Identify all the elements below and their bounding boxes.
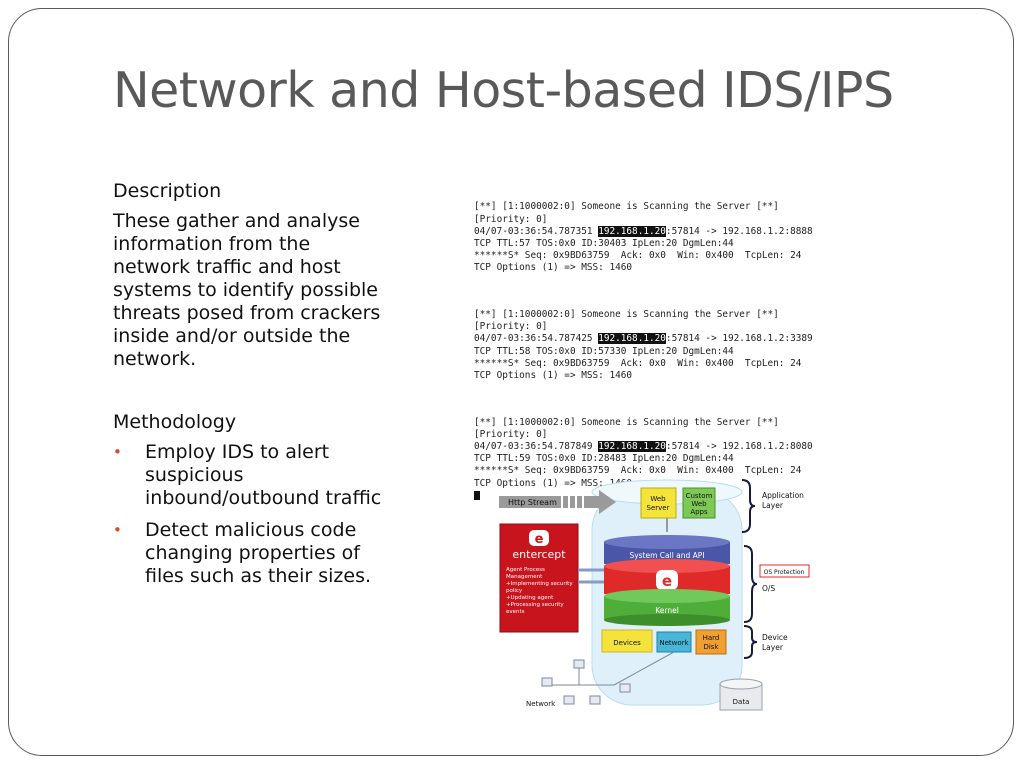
entercept-panel: e entercept Agent Process Management +Im… xyxy=(499,523,579,633)
svg-text:Layer: Layer xyxy=(762,501,784,510)
ids-alert-log: [**] [1:1000002:0] Someone is Scanning t… xyxy=(474,177,834,524)
svg-text:Apps: Apps xyxy=(690,508,708,516)
os-protection-label: OS Protection xyxy=(764,569,805,576)
http-stream-arrow: Http Stream xyxy=(499,490,616,514)
kernel-label: Kernel xyxy=(655,606,679,615)
os-stack: System Call and API e Kernel xyxy=(604,535,730,626)
device-brace xyxy=(743,625,758,659)
bullet-icon: • xyxy=(113,521,122,539)
svg-text:events: events xyxy=(506,609,525,615)
terminal-cursor xyxy=(474,490,480,500)
log-entry: [**] [1:1000002:0] Someone is Scanning t… xyxy=(474,417,834,502)
description-text: These gather and analyse information fro… xyxy=(113,210,381,370)
svg-text:e: e xyxy=(535,532,544,547)
bullet-icon: • xyxy=(113,443,122,461)
slide-title: Network and Host-based IDS/IPS xyxy=(113,62,894,119)
svg-text:Device: Device xyxy=(762,633,788,642)
log-entry: [**] [1:1000002:0] Someone is Scanning t… xyxy=(474,309,813,382)
methodology-heading: Methodology xyxy=(113,411,237,433)
host-ids-architecture-diagram: Http Stream Web Server Custom Web Apps A… xyxy=(494,470,824,720)
svg-text:Application: Application xyxy=(762,491,804,500)
custom-web-apps-box: Custom Web Apps xyxy=(682,487,716,519)
os-brace xyxy=(743,545,758,623)
source-ip: 192.168.1.20 xyxy=(598,441,666,453)
svg-text:+Implementing security: +Implementing security xyxy=(506,581,573,587)
bullet-item: •Employ IDS to alert suspicious inbound/… xyxy=(113,441,382,509)
entercept-logo: entercept xyxy=(512,548,566,561)
svg-text:+Updating agent: +Updating agent xyxy=(506,595,554,601)
devices-label: Devices xyxy=(613,639,641,647)
svg-text:policy: policy xyxy=(506,588,523,594)
network-nodes xyxy=(541,651,675,705)
os-label: O/S xyxy=(762,584,775,593)
content-column: Description These gather and analyse inf… xyxy=(113,180,383,597)
system-call-label: System Call and API xyxy=(629,551,704,560)
application-brace xyxy=(741,479,756,533)
device-boxes: Devices Network Hard Disk xyxy=(601,629,727,655)
methodology-list: •Employ IDS to alert suspicious inbound/… xyxy=(113,441,383,588)
network-label: Network xyxy=(526,700,556,708)
svg-text:Management: Management xyxy=(506,574,543,580)
data-label: Data xyxy=(733,698,750,706)
network-box-label: Network xyxy=(659,639,689,647)
svg-text:Layer: Layer xyxy=(762,643,784,652)
svg-text:Server: Server xyxy=(647,504,670,512)
log-entry: [**] [1:1000002:0] Someone is Scanning t… xyxy=(474,201,813,274)
svg-text:Custom: Custom xyxy=(686,492,713,500)
web-server-box: Web Server xyxy=(640,487,677,519)
svg-text:Web: Web xyxy=(650,495,666,503)
svg-text:Agent Process: Agent Process xyxy=(506,567,545,573)
svg-text:+Processing security: +Processing security xyxy=(506,602,564,608)
svg-text:Hard: Hard xyxy=(703,634,720,642)
svg-text:Disk: Disk xyxy=(703,643,719,651)
svg-text:e: e xyxy=(662,572,672,590)
description-heading: Description xyxy=(113,180,222,202)
source-ip: 192.168.1.20 xyxy=(598,225,666,237)
bullet-item: •Detect malicious code changing properti… xyxy=(113,519,372,587)
data-cylinder: Data xyxy=(719,678,763,711)
http-stream-label: Http Stream xyxy=(508,498,557,507)
source-ip: 192.168.1.20 xyxy=(598,333,666,345)
svg-text:Web: Web xyxy=(691,500,707,508)
